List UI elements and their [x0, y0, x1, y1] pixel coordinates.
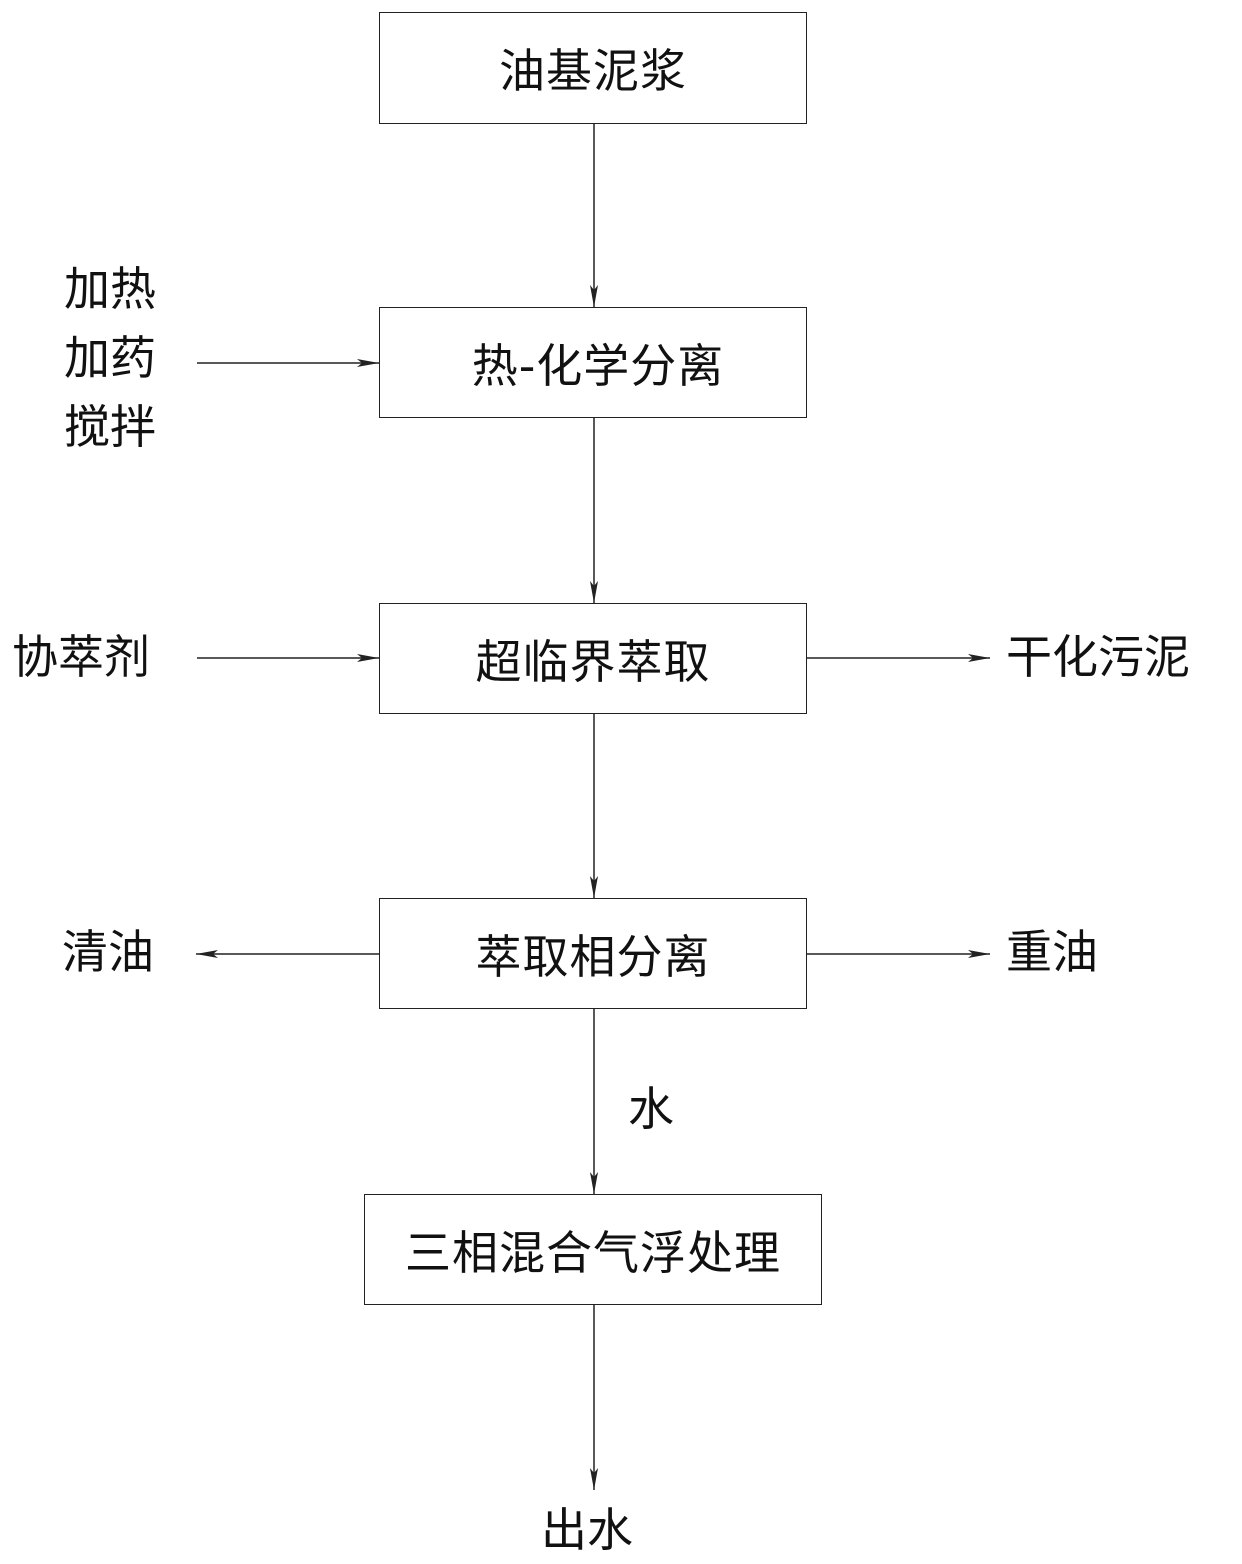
- input-stirring-label: 搅拌: [64, 400, 156, 454]
- node-supercritical-extraction: 超临界萃取: [379, 603, 807, 714]
- output-heavy-oil-label: 重油: [1006, 925, 1098, 979]
- node-thermo-chemical-separation: 热-化学分离: [379, 307, 807, 418]
- output-dried-sludge-label: 干化污泥: [1006, 630, 1190, 684]
- node-three-phase-flotation: 三相混合气浮处理: [364, 1194, 822, 1305]
- output-effluent-label: 出水: [541, 1503, 633, 1557]
- node-extract-phase-separation: 萃取相分离: [379, 898, 807, 1009]
- node-oil-mud: 油基泥浆: [379, 12, 807, 124]
- edge-water-label: 水: [628, 1082, 674, 1136]
- output-clear-oil-label: 清油: [62, 925, 154, 979]
- input-dosing-label: 加药: [64, 331, 156, 385]
- input-heating-label: 加热: [64, 262, 156, 316]
- input-co-solvent-label: 协萃剂: [12, 630, 150, 684]
- input-heat-dose-stir: 加热 加药 搅拌: [64, 266, 156, 450]
